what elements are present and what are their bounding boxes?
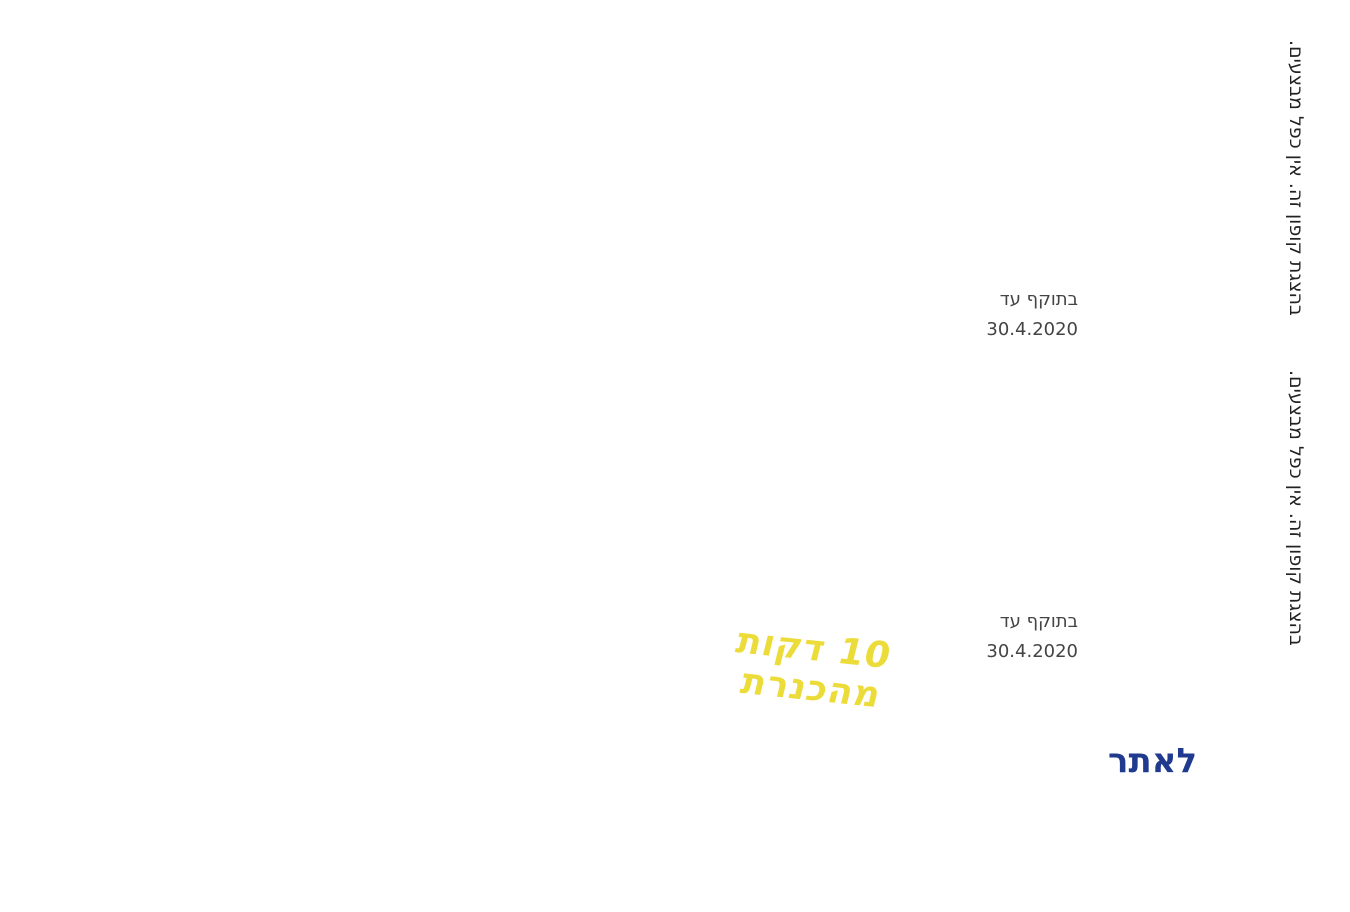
validity-date: 30.4.2020 — [986, 319, 1078, 340]
validity-date: 30.4.2020 — [986, 641, 1078, 662]
to-website-link[interactable]: לאתר — [1108, 741, 1198, 781]
validity-block-top: בתוקף עד 30.4.2020 — [958, 285, 1078, 345]
validity-label: בתוקף עד — [999, 611, 1078, 632]
validity-block-bottom: בתוקף עד 30.4.2020 — [958, 607, 1078, 667]
promo-tagline: 10 דקות מהכנרת — [707, 620, 895, 716]
coupon-terms-note-bottom: בהצגת קופון זה. אין כפל מבצעים. — [1285, 370, 1307, 646]
validity-label: בתוקף עד — [999, 289, 1078, 310]
coupon-terms-note-top: בהצגת קופון זה. אין כפל מבצעים. — [1285, 40, 1307, 316]
